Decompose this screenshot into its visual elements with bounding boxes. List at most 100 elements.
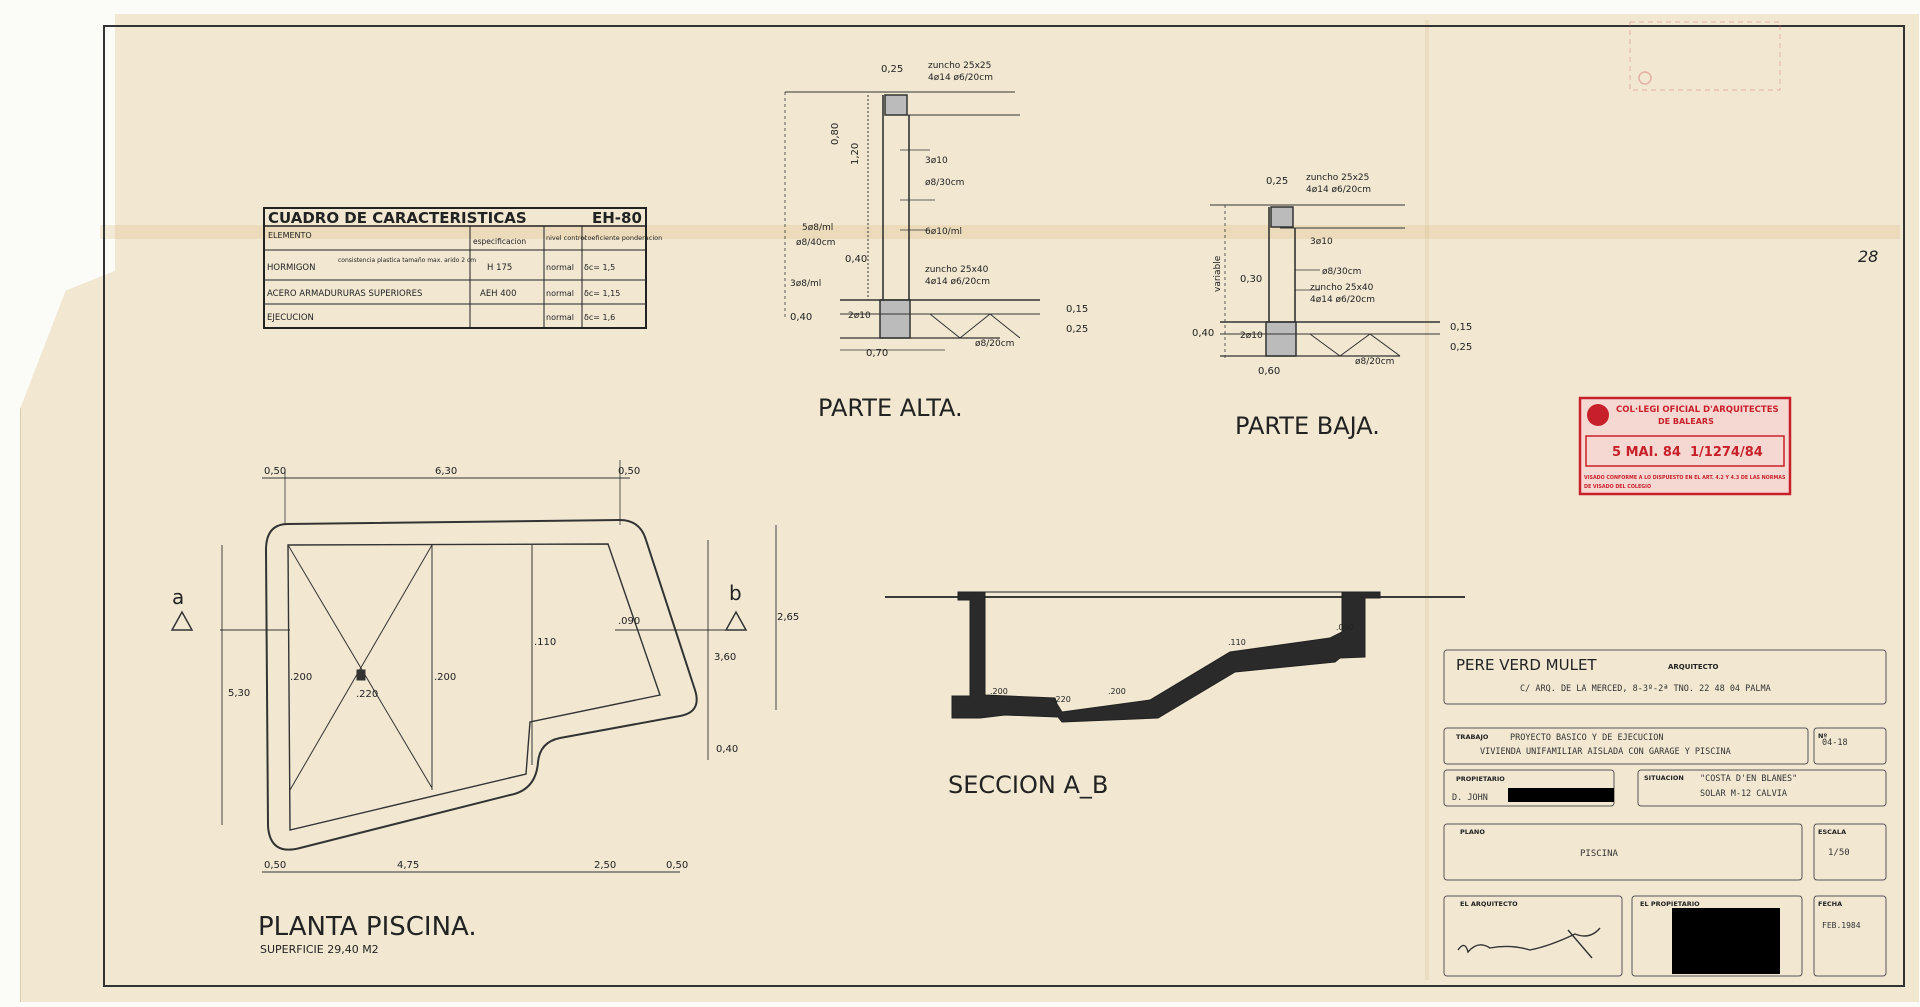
- table-row-coef: δc= 1,6: [584, 313, 615, 322]
- parte-alta-title: PARTE ALTA.: [818, 394, 963, 422]
- annotation: 4ø14 ø6/20cm: [928, 73, 993, 83]
- annotation: 5ø8/ml: [802, 223, 833, 233]
- stamp-line1: COL·LEGI OFICIAL D'ARQUITECTES: [1616, 405, 1779, 415]
- situacion-label: SITUACION: [1644, 774, 1684, 782]
- dim-label: 0,70: [866, 348, 888, 359]
- section-marker-a: a: [172, 585, 184, 609]
- level-label: .090: [1336, 623, 1354, 632]
- level-label: .200: [990, 687, 1008, 696]
- number-value: 04-18: [1822, 738, 1848, 748]
- section-detail-parte-baja: [1210, 204, 1440, 360]
- dim-label: 2,50: [594, 860, 616, 871]
- table-header-control: nivel control: [546, 234, 586, 242]
- dim-label: 0,25: [881, 64, 903, 75]
- escala-label: ESCALA: [1818, 828, 1846, 836]
- dim-label: 0,40: [1192, 328, 1214, 339]
- annotation: zuncho 25x25: [1306, 173, 1369, 183]
- pool-section: .200 .220 .200 .110 .090 SECCION A_B: [885, 591, 1465, 799]
- stamp-small2: DE VISADO DEL COLEGIO: [1584, 484, 1651, 490]
- section-marker-b: b: [729, 581, 742, 605]
- annotation: 2ø10: [1240, 331, 1263, 341]
- annotation: 3ø8/ml: [790, 279, 821, 289]
- level-label: .200: [434, 672, 456, 683]
- plano-label: PLANO: [1460, 828, 1485, 836]
- table-title: CUADRO DE CARACTERISTICAS: [268, 209, 527, 227]
- annotation: 3ø10: [1310, 237, 1333, 247]
- propietario2-label: EL PROPIETARIO: [1640, 900, 1700, 908]
- table-row-coef: δc= 1,15: [584, 289, 620, 298]
- section-detail-parte-alta: [784, 91, 1040, 351]
- dim-label: 0,30: [1240, 274, 1262, 285]
- dim-label: 0,50: [264, 466, 286, 477]
- drain-icon: [356, 669, 366, 681]
- level-label: .220: [356, 689, 378, 700]
- drawing-frame: [103, 25, 1905, 987]
- annotation: 2ø10: [848, 311, 871, 321]
- annotation: 4ø14 ø6/20cm: [1310, 295, 1375, 305]
- annotation: 4ø14 ø6/20cm: [925, 277, 990, 287]
- dim-label: 0,15: [1066, 304, 1088, 315]
- situacion-line1: "COSTA D'EN BLANES": [1700, 774, 1797, 784]
- dim-label: 0,40: [845, 254, 867, 265]
- architect-signature: [1457, 927, 1601, 959]
- sheet-number: 28: [1858, 247, 1878, 266]
- section-marker-b-icon: [724, 610, 748, 631]
- level-label: .110: [534, 637, 556, 648]
- dim-label: 1,20: [850, 143, 861, 165]
- escala-value: 1/50: [1828, 848, 1850, 858]
- paper-fold-vertical: [1425, 20, 1429, 980]
- dim-label: 0,25: [1266, 176, 1288, 187]
- dim-label: 0,60: [1258, 366, 1280, 377]
- annotation: ø8/30cm: [1322, 267, 1361, 277]
- table-row-control: normal: [546, 263, 574, 272]
- annotation: zuncho 25x25: [928, 61, 991, 71]
- annotation: ø8/30cm: [925, 178, 964, 188]
- architect-address: C/ ARQ. DE LA MERCED, 8-3º-2ª TNO. 22 48…: [1520, 684, 1771, 694]
- drawing-sheet: [20, 14, 1919, 1002]
- title-block: [1443, 649, 1887, 977]
- table-row-element: ACERO ARMADURURAS SUPERIORES: [267, 289, 422, 299]
- dim-label: 0,25: [1066, 324, 1088, 335]
- dim-label: 3,60: [714, 652, 736, 663]
- parte-baja-title: PARTE BAJA.: [1235, 412, 1380, 440]
- section-marker-a-icon: [170, 610, 194, 631]
- stamp-line2: DE BALEARS: [1658, 417, 1714, 426]
- dim-label: 6,30: [435, 466, 457, 477]
- annotation: 4ø14 ø6/20cm: [1306, 185, 1371, 195]
- parte-baja-labels: 0,25 zuncho 25x25 4ø14 ø6/20cm variable …: [1192, 173, 1472, 440]
- faded-stamp: [1629, 21, 1781, 91]
- redaction-box: [1508, 788, 1614, 802]
- table-header-element: ELEMENTO: [268, 231, 312, 240]
- table-code: EH-80: [592, 209, 642, 227]
- pool-plan-subtitle: SUPERFICIE 29,40 M2: [260, 943, 379, 956]
- architect-role: ARQUITECTO: [1668, 663, 1719, 671]
- trabajo-line1: PROYECTO BASICO Y DE EJECUCION: [1510, 733, 1664, 743]
- level-label: .200: [290, 672, 312, 683]
- annotation: 3ø10: [925, 156, 948, 166]
- fecha-label: FECHA: [1818, 900, 1842, 908]
- title-block-text: PERE VERD MULET ARQUITECTO C/ ARQ. DE LA…: [1452, 656, 1861, 974]
- architect-name: PERE VERD MULET: [1456, 656, 1597, 674]
- registration-stamp: COL·LEGI OFICIAL D'ARQUITECTES DE BALEAR…: [1578, 396, 1792, 496]
- pool-section-title: SECCION A_B: [948, 771, 1108, 799]
- dim-label: 0,50: [264, 860, 286, 871]
- stamp-number: 1/1274/84: [1690, 445, 1763, 460]
- table-header-spec: especificacion: [473, 237, 526, 246]
- propietario-value: D. JOHN: [1452, 793, 1488, 803]
- paper-fold-horizontal: [100, 225, 1900, 239]
- dim-label: 0,15: [1450, 322, 1472, 333]
- level-label: .110: [1228, 638, 1246, 647]
- level-label: .220: [1053, 695, 1071, 704]
- dim-label: 0,40: [790, 312, 812, 323]
- level-label: .090: [618, 616, 640, 627]
- table-row-control: normal: [546, 289, 574, 298]
- pool-plan-title: PLANTA PISCINA.: [258, 912, 477, 942]
- level-label: .200: [1108, 687, 1126, 696]
- situacion-line2: SOLAR M-12 CALVIA: [1700, 789, 1787, 799]
- dim-label: 0,50: [666, 860, 688, 871]
- annotation: variable: [1213, 255, 1223, 292]
- annotation: ø8/20cm: [975, 339, 1014, 349]
- dim-label: 5,30: [228, 688, 250, 699]
- dim-label: 0,80: [830, 123, 841, 145]
